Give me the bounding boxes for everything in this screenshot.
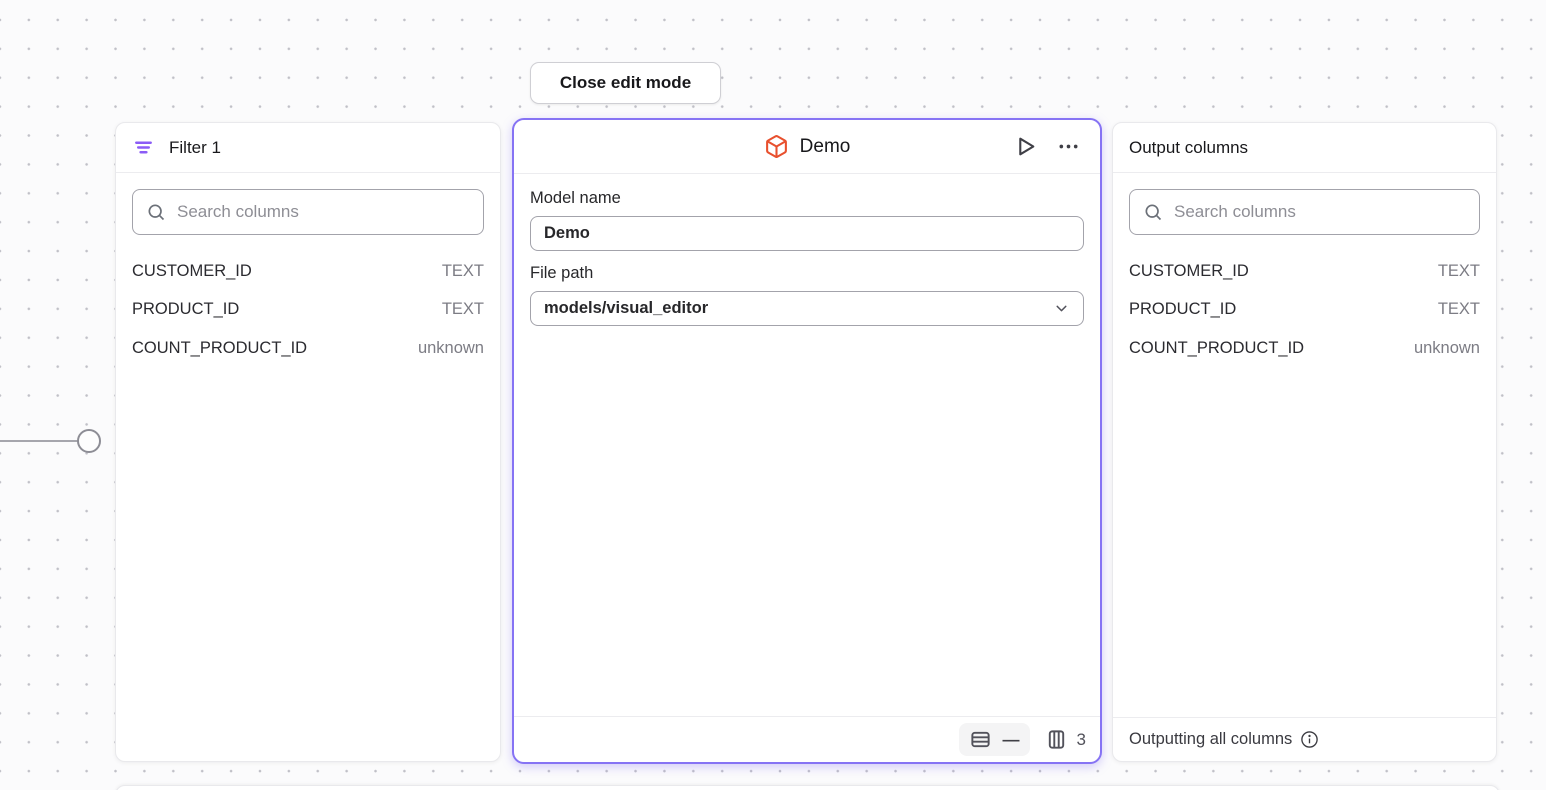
info-icon[interactable]: [1300, 730, 1319, 749]
output-column-list: CUSTOMER_ID TEXT PRODUCT_ID TEXT COUNT_P…: [1129, 252, 1480, 368]
edge-connector-handle[interactable]: [77, 429, 101, 453]
ellipsis-icon: [1057, 135, 1080, 158]
column-row[interactable]: COUNT_PRODUCT_ID unknown: [132, 329, 484, 368]
column-row[interactable]: CUSTOMER_ID TEXT: [1129, 252, 1480, 291]
run-model-button[interactable]: [1011, 132, 1040, 161]
filter-node-panel: Filter 1 CUSTOMER_ID TEXT PRODUCT_ID TEX…: [115, 122, 501, 762]
search-icon: [1143, 202, 1163, 222]
table-columns-icon: [1045, 728, 1068, 751]
output-panel-header: Output columns: [1113, 123, 1496, 173]
column-row[interactable]: PRODUCT_ID TEXT: [132, 291, 484, 330]
output-panel-title: Output columns: [1129, 138, 1248, 158]
column-name: CUSTOMER_ID: [132, 262, 252, 281]
filter-search-box: [132, 189, 484, 235]
more-options-button[interactable]: [1055, 133, 1082, 160]
model-name-input[interactable]: [530, 216, 1084, 251]
results-panel: [115, 785, 1500, 790]
model-cube-icon: [764, 134, 789, 159]
column-row[interactable]: CUSTOMER_ID TEXT: [132, 252, 484, 291]
file-path-select[interactable]: models/visual_editor: [530, 291, 1084, 326]
filter-panel-title: Filter 1: [169, 138, 221, 158]
table-rows-icon: [969, 728, 992, 751]
model-panel-title: Demo: [800, 136, 851, 158]
output-footer-text: Outputting all columns: [1129, 730, 1292, 749]
column-name: COUNT_PRODUCT_ID: [1129, 339, 1304, 358]
model-panel-header: Demo: [514, 120, 1100, 174]
output-columns-panel: Output columns CUSTOMER_ID TEXT PRODUCT_…: [1112, 122, 1497, 762]
close-edit-mode-button[interactable]: Close edit mode: [530, 62, 721, 104]
column-type: TEXT: [1438, 262, 1480, 281]
play-icon: [1013, 134, 1038, 159]
output-search-input[interactable]: [1174, 202, 1466, 222]
row-count-value: —: [1003, 731, 1020, 748]
filter-search-input[interactable]: [177, 202, 470, 222]
column-row[interactable]: PRODUCT_ID TEXT: [1129, 291, 1480, 330]
model-panel-footer: — 3: [514, 716, 1100, 762]
file-path-label: File path: [530, 264, 1084, 283]
file-path-value: models/visual_editor: [544, 299, 708, 318]
filter-column-list: CUSTOMER_ID TEXT PRODUCT_ID TEXT COUNT_P…: [132, 252, 484, 368]
edge-connector-line: [0, 440, 78, 442]
search-icon: [146, 202, 166, 222]
column-count-value: 3: [1077, 730, 1086, 750]
column-type: unknown: [418, 339, 484, 358]
column-name: PRODUCT_ID: [1129, 300, 1236, 319]
column-count-stat: 3: [1045, 728, 1086, 751]
model-node-panel: Demo Model name File path models/visual_…: [512, 118, 1102, 764]
column-type: TEXT: [442, 300, 484, 319]
row-count-stat[interactable]: —: [959, 723, 1030, 756]
model-name-label: Model name: [530, 189, 1084, 208]
column-type: TEXT: [442, 262, 484, 281]
column-type: TEXT: [1438, 300, 1480, 319]
filter-icon: [132, 136, 155, 159]
column-name: PRODUCT_ID: [132, 300, 239, 319]
output-panel-footer: Outputting all columns: [1113, 717, 1496, 761]
filter-panel-header: Filter 1: [116, 123, 500, 173]
column-name: COUNT_PRODUCT_ID: [132, 339, 307, 358]
column-row[interactable]: COUNT_PRODUCT_ID unknown: [1129, 329, 1480, 368]
output-search-box: [1129, 189, 1480, 235]
chevron-down-icon: [1053, 300, 1070, 317]
column-name: CUSTOMER_ID: [1129, 262, 1249, 281]
column-type: unknown: [1414, 339, 1480, 358]
